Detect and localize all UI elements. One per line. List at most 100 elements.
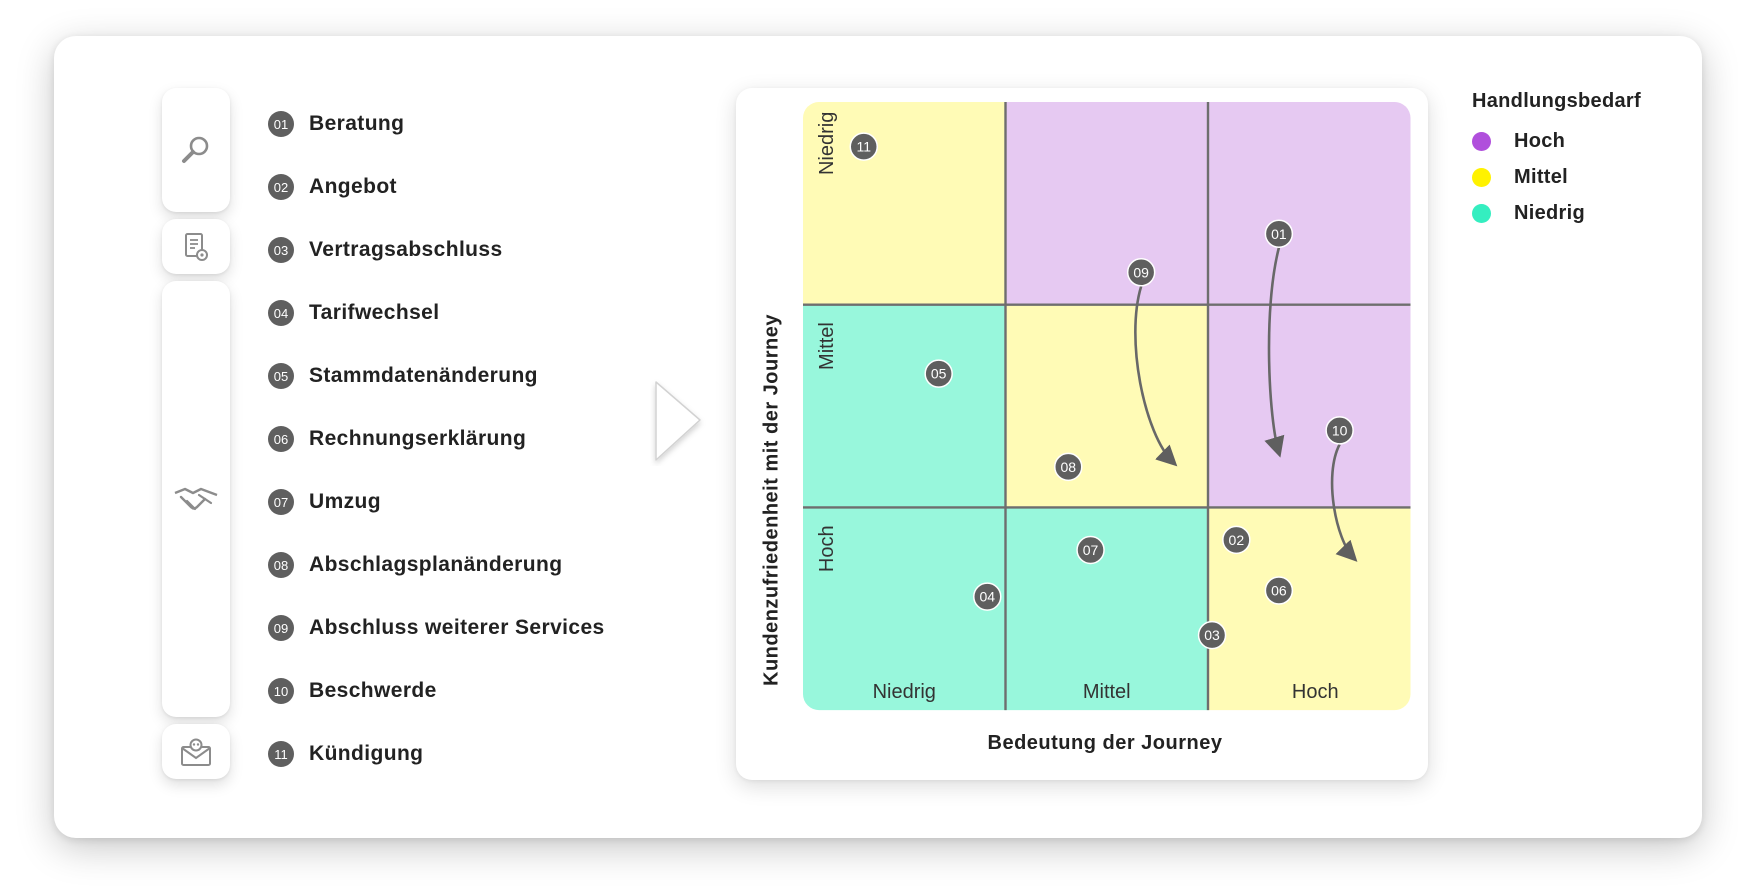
journey-marker: 08 [1054, 452, 1083, 482]
journey-label: Angebot [309, 175, 397, 198]
legend-swatch [1472, 131, 1491, 151]
matrix-cell [1005, 507, 1209, 711]
legend-label: Hoch [1514, 129, 1566, 152]
journey-number-badge: 04 [268, 300, 294, 326]
journey-item[interactable]: 07 Umzug [268, 487, 381, 517]
marker-circle [1325, 416, 1354, 445]
legend-label: Mittel [1514, 165, 1569, 188]
marker-label: 08 [1060, 459, 1076, 475]
matrix-cell [1208, 102, 1411, 306]
marker-label: 03 [1204, 627, 1220, 643]
marker-label: 09 [1133, 264, 1149, 280]
envelope-skull-icon [181, 738, 211, 766]
x-axis-title: Bedeutung der Journey [987, 732, 1223, 754]
journey-item[interactable]: 05 Stammdatenänderung [268, 361, 538, 391]
journey-label: Beschwerde [309, 679, 437, 702]
journey-number-badge: 07 [268, 489, 294, 515]
marker-circle [849, 132, 878, 161]
journey-number-badge: 08 [268, 552, 294, 578]
journey-label: Vertragsabschluss [309, 238, 503, 261]
journey-number-badge: 11 [268, 741, 294, 767]
matrix-cell [803, 304, 1006, 508]
journey-marker: 09 [1126, 258, 1156, 287]
legend-item: Niedrig [1472, 195, 1641, 231]
journey-marker: 07 [1076, 535, 1105, 565]
marker-circle [1076, 535, 1105, 565]
journey-item[interactable]: 10 Beschwerde [268, 676, 437, 706]
journey-item[interactable]: 03 Vertragsabschluss [268, 235, 503, 265]
x-tick-label: Hoch [1292, 681, 1339, 703]
matrix-cell [1208, 304, 1411, 508]
marker-circle [924, 359, 953, 388]
journey-label: Abschlagsplanänderung [309, 553, 563, 576]
movement-arrow [1134, 285, 1178, 467]
journey-label: Beratung [309, 112, 405, 135]
y-tick-label: Hoch [816, 525, 838, 572]
marker-circle [1126, 258, 1156, 287]
journey-marker: 05 [924, 359, 953, 388]
journey-item[interactable]: 09 Abschluss weiterer Services [268, 613, 605, 643]
document-gear-icon [185, 232, 208, 261]
x-tick-label: Niedrig [873, 681, 936, 703]
journey-item[interactable]: 06 Rechnungserklärung [268, 424, 526, 454]
legend-item: Hoch [1472, 123, 1641, 159]
y-tick-label: Niedrig [816, 112, 838, 175]
movement-arrow [1330, 443, 1358, 562]
movement-arrow [1264, 247, 1285, 458]
journey-marker: 06 [1264, 576, 1294, 605]
journey-number-badge: 09 [268, 615, 294, 641]
matrix-cell [803, 102, 1006, 306]
journey-number-badge: 10 [268, 678, 294, 704]
y-tick-label: Mittel [816, 322, 838, 370]
phase-cancellation[interactable] [162, 724, 230, 779]
legend-swatch [1472, 203, 1491, 223]
handshake-icon [174, 487, 218, 511]
journey-item[interactable]: 01 Beratung [268, 109, 404, 139]
marker-label: 05 [931, 366, 947, 382]
journey-item[interactable]: 11 Kündigung [268, 739, 423, 769]
journey-item[interactable]: 04 Tarifwechsel [268, 298, 439, 328]
journey-marker: 10 [1325, 416, 1354, 445]
journey-number-badge: 01 [268, 111, 294, 137]
journey-label: Kündigung [309, 742, 424, 765]
magnifier-icon [182, 136, 209, 163]
marker-label: 04 [979, 589, 995, 605]
phase-search[interactable] [162, 88, 230, 212]
journey-marker: 11 [849, 132, 878, 161]
legend-item: Mittel [1472, 159, 1641, 195]
phase-contract[interactable] [162, 219, 230, 274]
journey-number-badge: 05 [268, 363, 294, 389]
marker-label: 02 [1229, 532, 1245, 548]
journey-label: Abschluss weiterer Services [309, 616, 605, 639]
marker-label: 10 [1332, 422, 1348, 438]
journey-label: Tarifwechsel [309, 301, 440, 324]
journey-marker: 03 [1197, 620, 1227, 650]
journey-item[interactable]: 08 Abschlagsplanänderung [268, 550, 562, 580]
legend-title: Handlungsbedarf [1472, 90, 1641, 112]
marker-label: 06 [1271, 583, 1287, 599]
matrix-cell [1005, 304, 1209, 508]
journey-marker: 02 [1222, 525, 1251, 555]
marker-circle [1264, 576, 1294, 605]
matrix-cell [803, 507, 1006, 711]
journey-label: Rechnungserklärung [309, 427, 527, 450]
marker-circle [1264, 219, 1294, 249]
marker-circle [1054, 452, 1083, 482]
journey-marker: 01 [1264, 219, 1294, 249]
journey-label: Umzug [309, 490, 381, 513]
journey-marker: 04 [973, 582, 1002, 611]
marker-circle [1197, 620, 1227, 650]
journey-number-badge: 03 [268, 237, 294, 263]
phase-service[interactable] [162, 281, 230, 717]
legend-label: Niedrig [1514, 201, 1585, 224]
matrix-cells [803, 102, 1411, 711]
journey-label: Stammdatenänderung [309, 364, 538, 387]
legend-swatch [1472, 167, 1491, 187]
chevron-right-icon [655, 381, 701, 461]
y-axis-title: Kundenzufriedenheit mit der Journey [760, 314, 783, 686]
marker-label: 11 [856, 139, 871, 155]
journey-number-badge: 06 [268, 426, 294, 452]
